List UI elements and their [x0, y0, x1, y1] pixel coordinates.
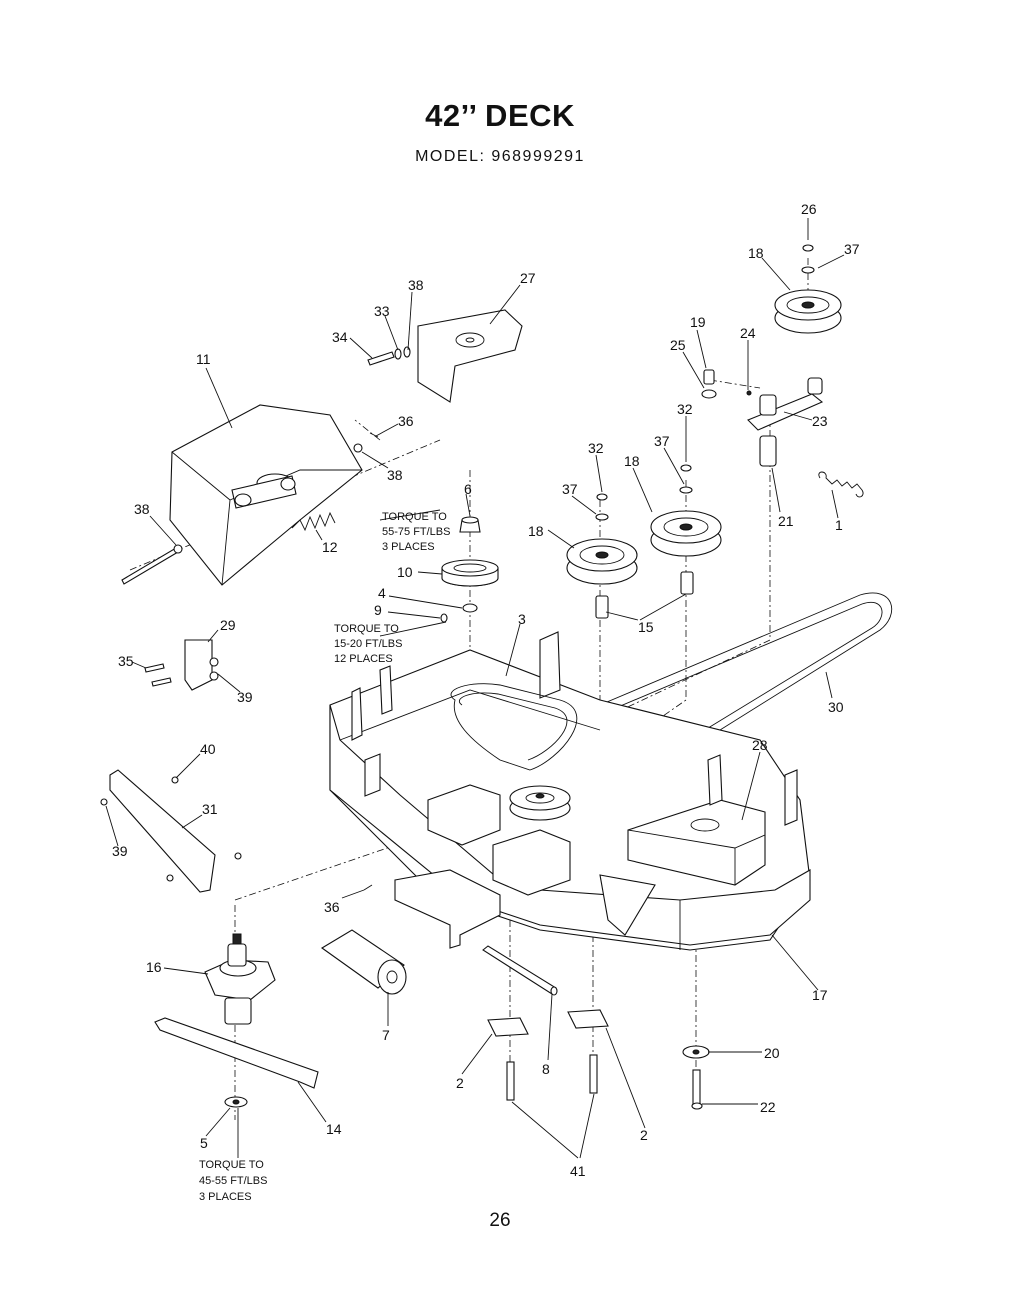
- torque-note-5-line-1: TORQUE TO: [199, 1159, 264, 1171]
- callout-31: 31: [202, 801, 218, 817]
- callout-28: 28: [752, 737, 768, 753]
- torque-note-9-line-3: 12 PLACES: [334, 653, 393, 665]
- callout-1: 1: [835, 517, 843, 533]
- torque-note-6-line-1: TORQUE TO: [382, 511, 447, 523]
- callout-5: 5: [200, 1135, 208, 1151]
- callout-27: 27: [520, 270, 536, 286]
- callout-26: 26: [801, 201, 817, 217]
- callout-24: 24: [740, 325, 756, 341]
- callout-18c: 18: [528, 523, 544, 539]
- leader-lines: [105, 218, 845, 1159]
- torque-note-5-line-2: 45-55 FT/LBS: [199, 1175, 267, 1187]
- callout-38b: 38: [387, 467, 403, 483]
- callout-14: 14: [326, 1121, 342, 1137]
- callout-35: 35: [118, 653, 134, 669]
- callout-30: 30: [828, 699, 844, 715]
- callout-39: 39: [237, 689, 253, 705]
- chute-spring: [291, 511, 336, 532]
- callout-22: 22: [760, 1099, 776, 1115]
- baffle-31: [100, 769, 242, 893]
- torque-note-9-line-1: TORQUE TO: [334, 623, 399, 635]
- mulch-plug: [320, 884, 407, 995]
- baffle-29: [144, 639, 219, 691]
- callout-34: 34: [332, 329, 348, 345]
- callout-32b: 32: [588, 440, 604, 456]
- callout-8: 8: [542, 1061, 550, 1077]
- callout-labels: 26 37 18 38 27 33 34 19 24 25 11 36 32 2…: [112, 201, 860, 1179]
- callout-9: 9: [374, 602, 382, 618]
- discharge-chute: [169, 404, 363, 586]
- callout-41: 41: [570, 1163, 586, 1179]
- callout-17: 17: [812, 987, 828, 1003]
- callout-40: 40: [200, 741, 216, 757]
- torque-note-9: TORQUE TO 15-20 FT/LBS 12 PLACES: [334, 623, 402, 665]
- deck-housing: [329, 631, 811, 951]
- callout-25: 25: [670, 337, 686, 353]
- hinge-pin: [121, 432, 379, 585]
- callout-2: 2: [456, 1075, 464, 1091]
- torque-note-6: TORQUE TO 55-75 FT/LBS 3 PLACES: [382, 511, 450, 553]
- drive-pulley: [440, 516, 499, 623]
- callout-18: 18: [748, 245, 764, 261]
- model-number: MODEL: 968999291: [415, 148, 585, 165]
- torque-note-6-line-2: 55-75 FT/LBS: [382, 526, 450, 538]
- callout-4: 4: [378, 585, 386, 601]
- callout-23: 23: [812, 413, 828, 429]
- callout-7: 7: [382, 1027, 390, 1043]
- torque-note-9-line-2: 15-20 FT/LBS: [334, 638, 402, 650]
- callout-32: 32: [677, 401, 693, 417]
- callout-37b: 37: [654, 433, 670, 449]
- idler-pulleys: [566, 244, 842, 619]
- callout-39b: 39: [112, 843, 128, 859]
- callout-3: 3: [518, 611, 526, 627]
- callout-10: 10: [397, 564, 413, 580]
- spindle-assembly: [154, 933, 319, 1108]
- idler-spring: [818, 471, 864, 498]
- callout-6: 6: [464, 481, 472, 497]
- callout-11: 11: [196, 351, 211, 367]
- page-number: 26: [489, 1210, 511, 1231]
- deck-hardware: [482, 945, 710, 1110]
- torque-note-5-line-3: 3 PLACES: [199, 1191, 252, 1203]
- torque-note-5: TORQUE TO 45-55 FT/LBS 3 PLACES: [199, 1159, 267, 1203]
- callout-38c: 38: [134, 501, 150, 517]
- callout-29: 29: [220, 617, 236, 633]
- callout-18b: 18: [624, 453, 640, 469]
- page-title: 42’’ DECK: [425, 98, 575, 133]
- callout-12: 12: [322, 539, 338, 555]
- callout-37c: 37: [562, 481, 578, 497]
- callout-36b: 36: [324, 899, 340, 915]
- callout-19: 19: [690, 314, 706, 330]
- deck-belt-path: [450, 683, 578, 771]
- callout-16: 16: [146, 959, 162, 975]
- callout-37: 37: [844, 241, 860, 257]
- callout-36: 36: [398, 413, 414, 429]
- callout-38: 38: [408, 277, 424, 293]
- callout-15: 15: [638, 619, 654, 635]
- callout-33: 33: [374, 303, 390, 319]
- callout-21: 21: [778, 513, 794, 529]
- belt-shield-bracket: [367, 309, 523, 403]
- callout-20: 20: [764, 1045, 780, 1061]
- torque-note-6-line-3: 3 PLACES: [382, 541, 435, 553]
- callout-2b: 2: [640, 1127, 648, 1143]
